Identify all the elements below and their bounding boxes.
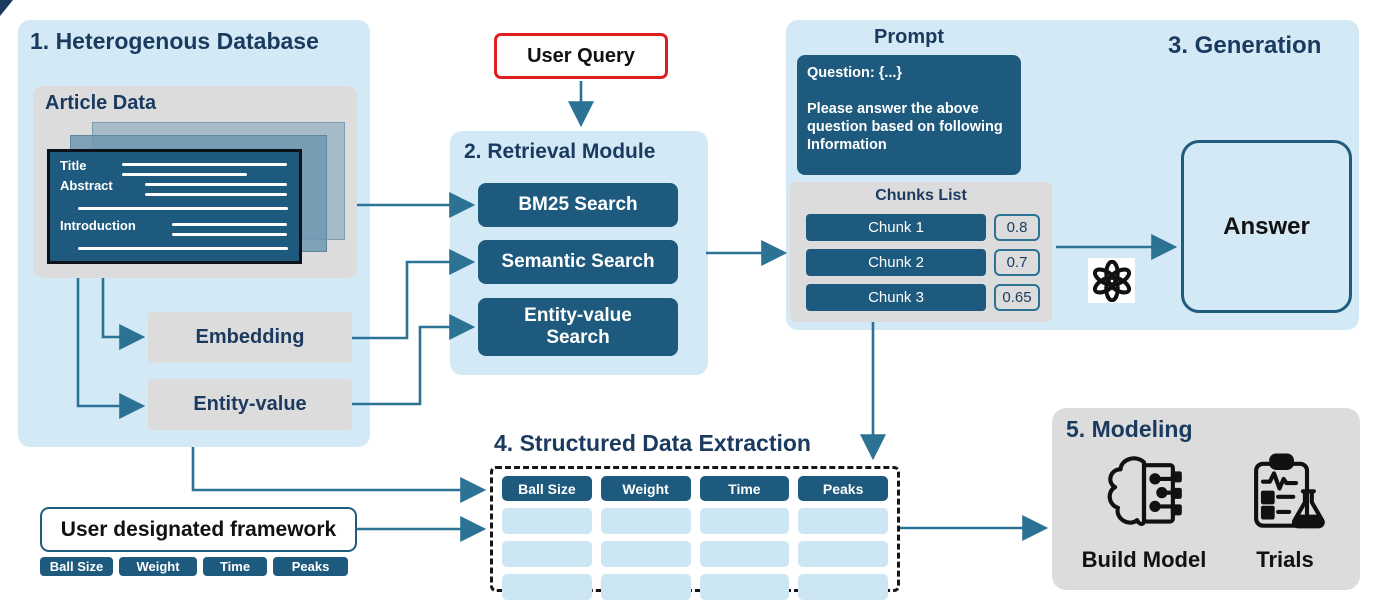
table-cell-empty <box>798 574 888 600</box>
entity-value-search-label: Entity-value Search <box>524 305 632 348</box>
framework-chips: Ball Size Weight Time Peaks <box>40 557 348 576</box>
arrow-database-to-extraction <box>191 447 487 503</box>
prompt-question-box: Question: {...} Please answer the above … <box>797 55 1021 175</box>
user-framework-label: User designated framework <box>60 517 337 541</box>
chunk-1-score: 0.8 <box>994 214 1040 241</box>
chip-ball-size: Ball Size <box>40 557 113 576</box>
table-cell-empty <box>699 541 790 567</box>
column-header-peaks: Peaks <box>798 476 888 501</box>
chunk-3-bar: Chunk 3 <box>806 284 986 311</box>
table-cell-empty <box>699 508 790 534</box>
bm25-search-node: BM25 Search <box>478 183 678 227</box>
chunk-1-bar: Chunk 1 <box>806 214 986 241</box>
build-model-label: Build Model <box>1081 547 1207 572</box>
embedding-label: Embedding <box>195 326 305 348</box>
chip-time: Time <box>203 557 267 576</box>
text-line <box>172 223 287 226</box>
chunk-3-score-value: 0.65 <box>1002 289 1032 306</box>
doc-field-title: Title <box>60 158 87 173</box>
user-query-label: User Query <box>527 44 635 67</box>
chunk-2-bar: Chunk 2 <box>806 249 986 276</box>
table-cell-empty <box>699 574 790 600</box>
chunk-1-label: Chunk 1 <box>868 219 924 236</box>
extraction-title: 4. Structured Data Extraction <box>494 430 811 456</box>
doc-field-introduction: Introduction <box>60 218 136 233</box>
chunk-1-score-value: 0.8 <box>1006 219 1028 236</box>
chunk-2-score: 0.7 <box>994 249 1040 276</box>
section-retrieval-module: 2. Retrieval Module BM25 Search Semantic… <box>450 131 708 375</box>
entity-value-search-node: Entity-value Search <box>478 298 678 356</box>
table-cell-empty <box>502 574 592 600</box>
bm25-search-label: BM25 Search <box>518 194 638 216</box>
semantic-search-label: Semantic Search <box>501 251 655 273</box>
chip-peaks: Peaks <box>273 557 348 576</box>
article-data-title: Article Data <box>45 92 157 114</box>
prompt-instruction-line: Please answer the above question based o… <box>807 101 1003 154</box>
table-cell-empty <box>798 541 888 567</box>
prompt-title: Prompt <box>874 26 944 48</box>
chunks-list-box: Chunks List Chunk 1 0.8 Chunk 2 0.7 Chun… <box>790 182 1052 322</box>
table-cell-empty <box>502 508 592 534</box>
answer-box: Answer <box>1181 140 1352 313</box>
openai-logo-icon <box>1088 258 1135 303</box>
section-generation: Prompt 3. Generation Question: {...} Ple… <box>786 20 1359 330</box>
chunk-3-score: 0.65 <box>994 284 1040 311</box>
section-heterogenous-database: 1. Heterogenous Database Article Data Ti… <box>18 20 370 447</box>
table-cell-empty <box>600 574 691 600</box>
table-cell-empty <box>600 508 691 534</box>
text-line <box>122 173 247 176</box>
chunk-3-label: Chunk 3 <box>868 289 924 306</box>
column-header-ball-size: Ball Size <box>502 476 592 501</box>
document-card-front: Title Abstract Introduction <box>47 149 302 264</box>
text-line <box>122 163 287 166</box>
column-header-weight: Weight <box>600 476 691 501</box>
prompt-question-line: Question: {...} <box>807 65 903 81</box>
trials-item: Trials <box>1230 450 1340 573</box>
section-title: 5. Modeling <box>1066 416 1193 442</box>
user-framework-box: User designated framework <box>40 507 357 552</box>
section-modeling: 5. Modeling Build Model <box>1052 408 1360 590</box>
build-model-item: Build Model <box>1074 450 1214 573</box>
brain-circuit-icon <box>1100 450 1188 543</box>
trials-label: Trials <box>1256 547 1314 572</box>
entity-value-node: Entity-value <box>148 379 352 430</box>
article-data-box: Article Data Title Abstract Introduction <box>33 86 357 278</box>
text-line <box>145 193 287 196</box>
corner-shape <box>0 0 13 16</box>
text-line <box>172 233 287 236</box>
chip-weight: Weight <box>119 557 197 576</box>
semantic-search-node: Semantic Search <box>478 240 678 284</box>
chunk-2-label: Chunk 2 <box>868 254 924 271</box>
text-line <box>145 183 287 186</box>
answer-label: Answer <box>1223 212 1310 240</box>
chunks-list-title: Chunks List <box>875 187 967 204</box>
text-line <box>78 247 288 250</box>
text-line <box>78 207 288 210</box>
column-header-time: Time <box>699 476 790 501</box>
embedding-node: Embedding <box>148 312 352 363</box>
section-title: 3. Generation <box>1168 32 1322 59</box>
extraction-table: Ball Size Weight Time Peaks <box>490 466 900 600</box>
table-cell-empty <box>502 541 592 567</box>
table-cell-empty <box>798 508 888 534</box>
user-query-box: User Query <box>494 33 668 79</box>
table-cell-empty <box>600 541 691 567</box>
section-title: 1. Heterogenous Database <box>30 28 319 54</box>
clipboard-flask-icon <box>1241 450 1329 543</box>
chunk-2-score-value: 0.7 <box>1006 254 1028 271</box>
section-title: 2. Retrieval Module <box>464 140 656 163</box>
doc-field-abstract: Abstract <box>60 178 113 193</box>
entity-value-label: Entity-value <box>193 393 307 415</box>
